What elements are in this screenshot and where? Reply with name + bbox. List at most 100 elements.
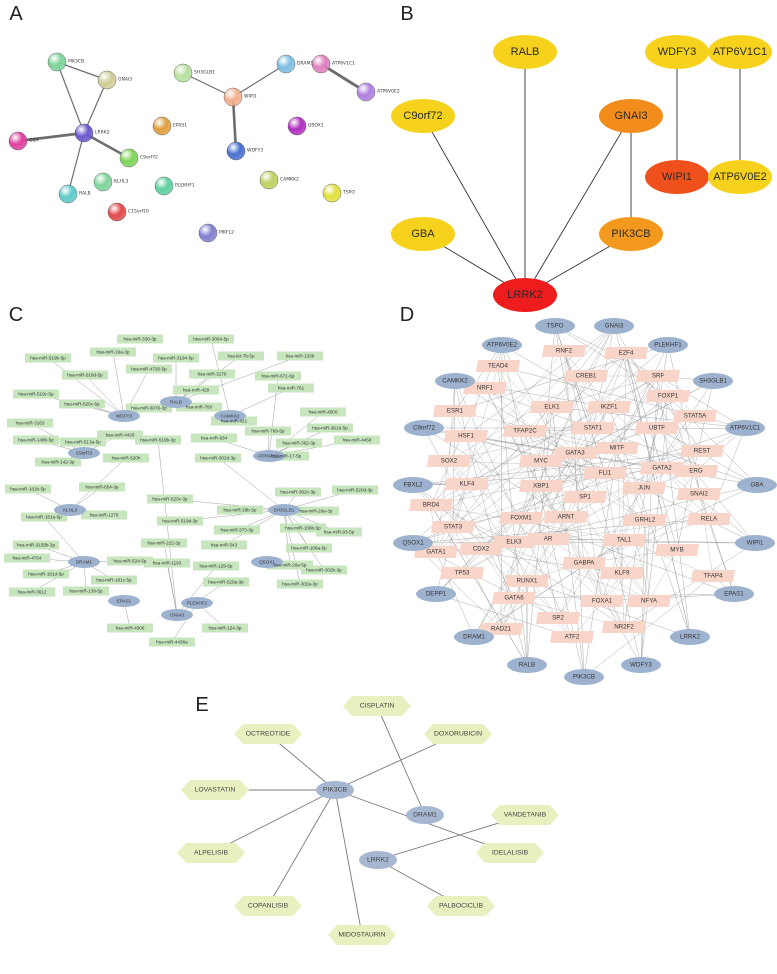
- mirna-node[interactable]: [62, 370, 108, 380]
- gene-node-c-epas1[interactable]: [108, 595, 140, 607]
- mirna-node[interactable]: [126, 364, 172, 374]
- tf-node-gabpa[interactable]: [562, 557, 606, 569]
- tf-node-arnt[interactable]: [544, 511, 588, 523]
- node-a-wipi1[interactable]: [223, 87, 243, 107]
- tf-node-srf[interactable]: [636, 370, 680, 382]
- gene-node-e-lrrk2[interactable]: [359, 851, 397, 869]
- node-b-pik3cb[interactable]: [599, 217, 663, 251]
- mirna-node[interactable]: [191, 433, 237, 443]
- mirna-node[interactable]: [195, 453, 241, 463]
- tf-node-stat5a[interactable]: [673, 410, 717, 422]
- mirna-node[interactable]: [79, 482, 125, 492]
- tf-node-elk1[interactable]: [530, 401, 574, 413]
- node-b-atp6v1c1[interactable]: [708, 35, 772, 69]
- tf-node-cdx2[interactable]: [459, 543, 503, 555]
- tf-node-creb1[interactable]: [564, 370, 608, 382]
- mirna-node[interactable]: [7, 418, 53, 428]
- mirna-node[interactable]: [157, 516, 203, 526]
- mirna-node[interactable]: [63, 586, 109, 596]
- mirna-node[interactable]: [189, 369, 235, 379]
- drug-node-midostaurin[interactable]: [328, 925, 396, 945]
- mirna-node[interactable]: [203, 577, 249, 587]
- mirna-node[interactable]: [97, 430, 143, 440]
- node-b-c9orf72[interactable]: [391, 99, 455, 133]
- mirna-node[interactable]: [218, 351, 264, 361]
- gene-node-d-gnai3[interactable]: [594, 318, 634, 334]
- tf-node-ar[interactable]: [526, 533, 570, 545]
- gene-node-d-lrrk2[interactable]: [670, 629, 710, 645]
- tf-node-tfap2c[interactable]: [503, 425, 547, 437]
- node-a-gba[interactable]: [8, 131, 28, 151]
- node-a-tspo[interactable]: [322, 183, 342, 203]
- tf-node-nrf1[interactable]: [463, 382, 507, 394]
- gene-node-d-plekhf1[interactable]: [648, 337, 688, 353]
- gene-node-c-plekhf1[interactable]: [181, 597, 213, 609]
- tf-node-foxp1[interactable]: [646, 390, 690, 402]
- mirna-node[interactable]: [103, 453, 149, 463]
- drug-node-copanlisib[interactable]: [234, 896, 302, 916]
- gene-node-c-atp6v1c1[interactable]: [253, 450, 285, 462]
- node-a-qsox1[interactable]: [287, 116, 307, 136]
- mirna-node[interactable]: [176, 402, 222, 412]
- mirna-node[interactable]: [173, 385, 219, 395]
- gene-node-d-dram1[interactable]: [454, 629, 494, 645]
- node-b-gnai3[interactable]: [599, 99, 663, 133]
- mirna-node[interactable]: [332, 485, 378, 495]
- mirna-node[interactable]: [107, 623, 153, 633]
- mirna-node[interactable]: [23, 569, 69, 579]
- tf-node-jun[interactable]: [622, 482, 666, 494]
- drug-node-octreotide[interactable]: [234, 724, 302, 744]
- node-b-gba[interactable]: [391, 217, 455, 251]
- mirna-node[interactable]: [217, 505, 263, 515]
- gene-node-d-epas1[interactable]: [714, 586, 754, 602]
- mirna-node[interactable]: [202, 623, 248, 633]
- node-a-sh3glb1[interactable]: [173, 63, 193, 83]
- mirna-node[interactable]: [280, 523, 326, 533]
- gene-node-d-sh3glb1[interactable]: [693, 373, 733, 389]
- tf-node-rnf2[interactable]: [542, 345, 586, 357]
- drug-node-lovastatin[interactable]: [181, 780, 249, 800]
- node-a-klhl3[interactable]: [93, 172, 113, 192]
- mirna-node[interactable]: [149, 637, 195, 647]
- gene-node-c-camkk2[interactable]: [214, 410, 246, 422]
- mirna-node[interactable]: [277, 351, 323, 361]
- gene-node-d-pik3cb[interactable]: [564, 669, 604, 685]
- tf-node-grhl2[interactable]: [623, 514, 667, 526]
- tf-node-foxa1[interactable]: [580, 595, 624, 607]
- gene-node-d-ralb[interactable]: [507, 657, 547, 673]
- tf-node-nfya[interactable]: [627, 595, 671, 607]
- mirna-node[interactable]: [275, 487, 321, 497]
- tf-node-klf9[interactable]: [600, 567, 644, 579]
- drug-node-cisplatin[interactable]: [343, 696, 411, 716]
- node-b-wipi1[interactable]: [645, 160, 709, 194]
- mirna-node[interactable]: [268, 383, 314, 393]
- node-a-gnai3[interactable]: [97, 70, 117, 90]
- mirna-node[interactable]: [9, 587, 55, 597]
- tf-node-myc[interactable]: [519, 455, 563, 467]
- gene-node-c-ralb[interactable]: [160, 396, 192, 408]
- node-b-ralb[interactable]: [493, 35, 557, 69]
- node-b-lrrk2[interactable]: [493, 278, 557, 312]
- tf-node-tead4[interactable]: [476, 360, 520, 372]
- tf-node-gata6[interactable]: [492, 592, 536, 604]
- node-b-wdfy3[interactable]: [645, 35, 709, 69]
- node-a-ralb[interactable]: [58, 184, 78, 204]
- tf-node-ubtf[interactable]: [635, 422, 679, 434]
- mirna-node[interactable]: [4, 553, 50, 563]
- mirna-node[interactable]: [255, 371, 301, 381]
- node-a-wdfy3[interactable]: [226, 141, 246, 161]
- tf-node-hsf1[interactable]: [444, 430, 488, 442]
- mirna-node[interactable]: [117, 334, 163, 344]
- node-a-c9orf72[interactable]: [119, 148, 139, 168]
- gene-node-c-klhl3[interactable]: [54, 504, 86, 516]
- mirna-node[interactable]: [153, 353, 199, 363]
- gene-node-d-camkk2[interactable]: [435, 373, 475, 389]
- mirna-node[interactable]: [91, 575, 137, 585]
- mirna-node[interactable]: [141, 538, 187, 548]
- mirna-node[interactable]: [300, 407, 346, 417]
- gene-node-e-dram1[interactable]: [406, 806, 444, 824]
- gene-node-d-gba[interactable]: [737, 477, 777, 493]
- mirna-node[interactable]: [301, 565, 347, 575]
- tf-node-sox2[interactable]: [427, 455, 471, 467]
- mirna-node[interactable]: [126, 403, 172, 413]
